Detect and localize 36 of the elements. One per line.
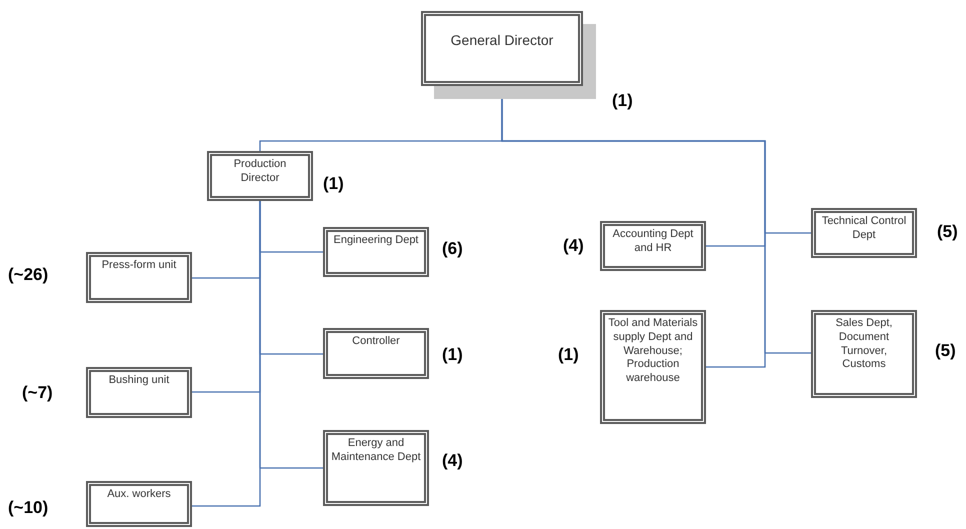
headcount-label: (~10) — [8, 497, 48, 519]
unit-name: Press-form unit — [102, 259, 176, 273]
unit-name: Tool and Materials supply Dept and Warehouse; Production warehouse — [607, 317, 699, 386]
headcount-label: (1) — [612, 90, 633, 112]
org-unit-box — [811, 310, 917, 398]
org-unit-box — [86, 252, 192, 303]
headcount-label: (5) — [937, 221, 958, 243]
headcount-label: (6) — [442, 238, 463, 260]
headcount-label: (4) — [442, 450, 463, 472]
org-unit-box — [86, 367, 192, 418]
headcount-label: (1) — [323, 173, 344, 195]
org-unit-box — [600, 310, 706, 424]
headcount-label: (4) — [563, 235, 584, 257]
org-unit-box — [86, 481, 192, 527]
unit-name: Technical Control Dept — [820, 215, 908, 242]
unit-name: Energy and Maintenance Dept — [330, 437, 422, 464]
unit-name: Aux. workers — [107, 488, 171, 502]
org-unit-box — [207, 151, 313, 201]
org-unit-box — [323, 430, 429, 506]
headcount-label: (1) — [442, 344, 463, 366]
unit-name: Controller — [352, 335, 400, 349]
headcount-label: (1) — [558, 344, 579, 366]
headcount-label: (5) — [935, 340, 956, 362]
headcount-label: (~26) — [8, 264, 48, 286]
connector-line — [192, 201, 261, 507]
unit-name: Production Director — [232, 158, 288, 186]
unit-name: Engineering Dept — [333, 234, 418, 248]
org-unit-box — [811, 208, 917, 258]
org-unit-box — [323, 227, 429, 277]
org-unit-box — [600, 221, 706, 271]
unit-name: Accounting Dept and HR — [612, 228, 694, 256]
unit-name: Bushing unit — [108, 374, 170, 388]
unit-name: General Director — [450, 32, 554, 50]
headcount-label: (~7) — [22, 382, 53, 404]
org-unit-box — [323, 328, 429, 379]
unit-name: Sales Dept, Document Turnover, Customs — [834, 317, 894, 372]
